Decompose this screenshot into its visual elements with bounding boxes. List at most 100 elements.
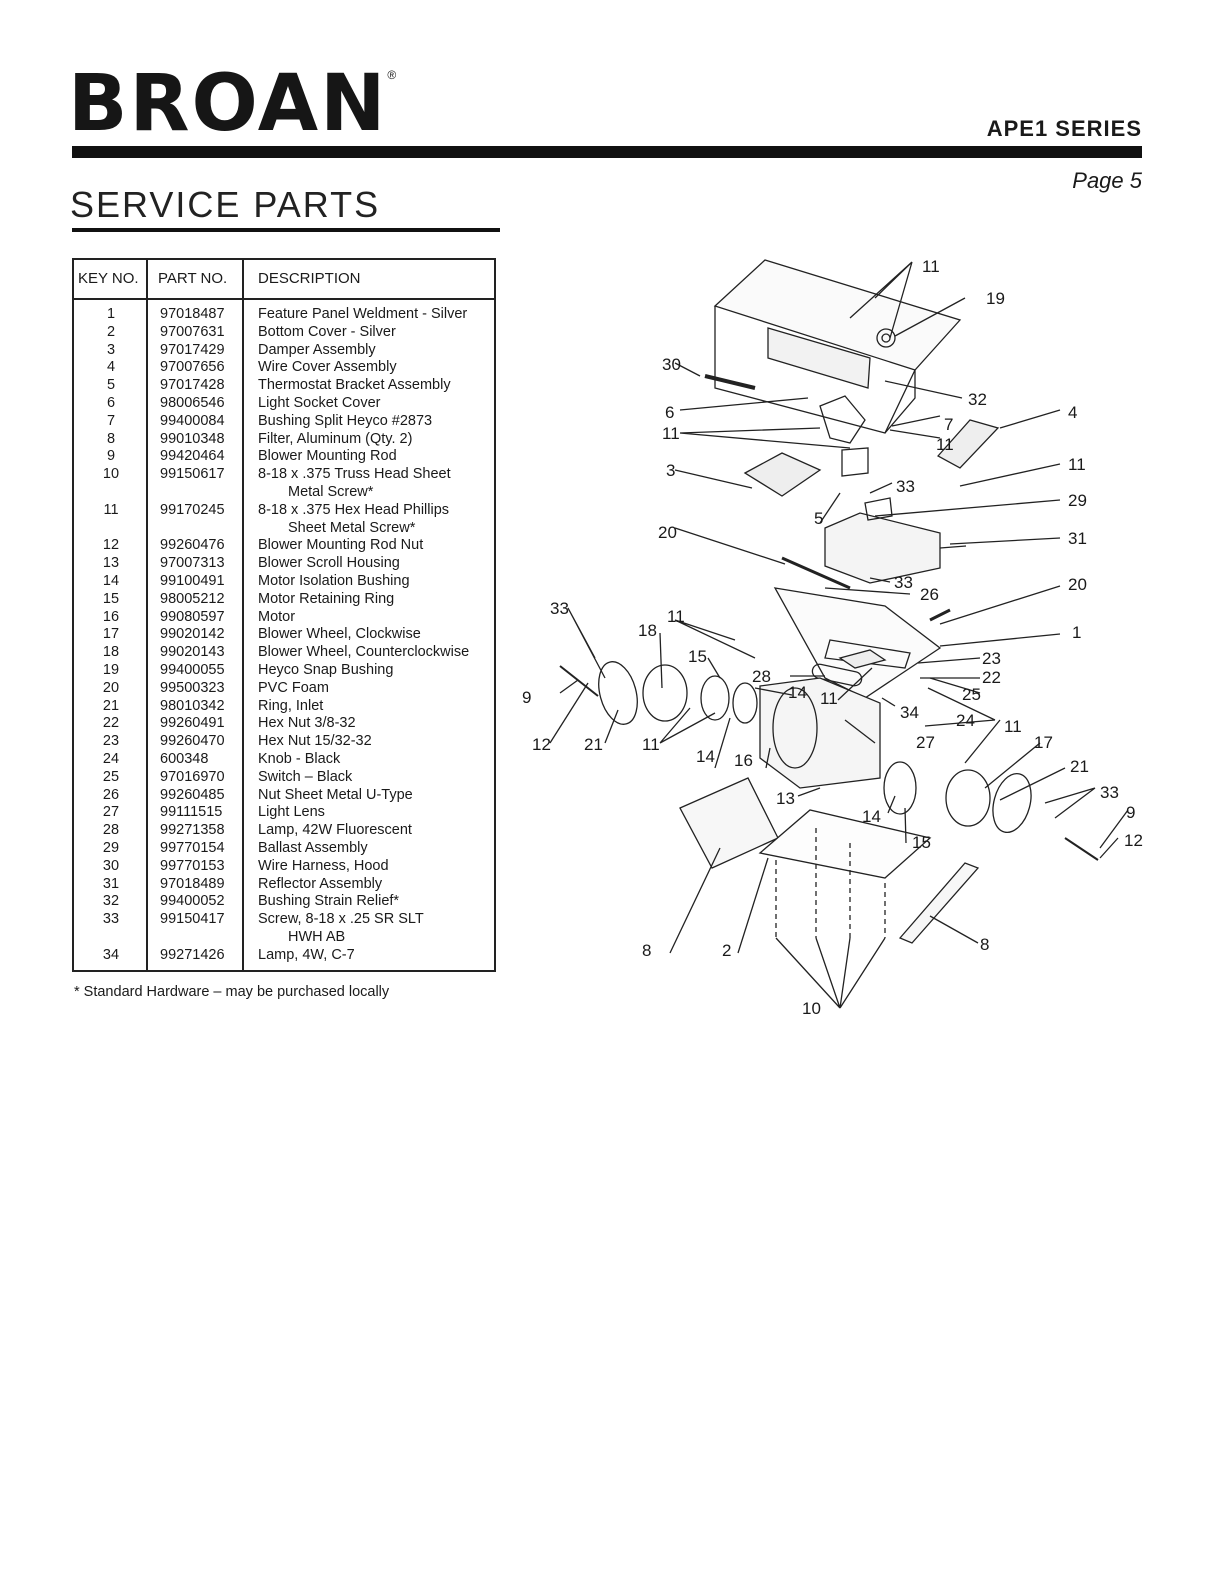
part-no-cell: 99150417	[160, 911, 225, 928]
description-text: Bushing Split Heyco #2873	[258, 412, 433, 429]
callout-14: 14	[862, 807, 881, 826]
diagram-callouts: 11 19 30 32 6 11 7 11 4 3 11 33 29 5 31 …	[522, 257, 1143, 1018]
key-no-cell: 17	[102, 626, 120, 643]
callout-15: 15	[688, 647, 707, 666]
part-no-cell: 99770154	[160, 839, 225, 856]
callout-8: 8	[980, 935, 989, 954]
callout-11: 11	[820, 689, 838, 708]
description-text: Wire Harness, Hood	[258, 857, 389, 874]
callout-11: 11	[1004, 717, 1022, 736]
description-text: Lamp, 42W Fluorescent	[258, 822, 412, 839]
header-description: DESCRIPTION	[258, 270, 361, 287]
diagram-drawing	[549, 259, 1129, 1009]
callout-21: 21	[584, 735, 603, 754]
callout-7: 7	[944, 415, 953, 434]
description-text: Light Lens	[258, 804, 325, 821]
description-cell: Blower Wheel, Counterclockwise	[244, 644, 494, 662]
description-text: Knob - Black	[258, 750, 341, 767]
part-no-cell: 99260476	[160, 537, 225, 554]
part-no-cell: 99400084	[160, 412, 225, 429]
callout-23: 23	[982, 649, 1001, 668]
part-no-cell: 99260491	[160, 715, 225, 732]
callout-17: 17	[1034, 733, 1053, 752]
key-no-cell: 1	[106, 306, 116, 322]
description-cell: Hex Nut 15/32-32	[244, 733, 494, 751]
table-row: 1 97018487 Feature Panel Weldment - Silver	[74, 306, 494, 324]
registered-mark: ®	[387, 68, 397, 82]
callout-11: 11	[936, 435, 954, 454]
description-cell: Nut Sheet Metal U-Type	[244, 787, 494, 805]
key-no-cell: 11	[103, 501, 119, 518]
callout-9: 9	[1126, 803, 1135, 822]
callout-20: 20	[1068, 575, 1087, 594]
part-no-cell: 99260470	[160, 733, 225, 750]
part-no-cell: 99020143	[160, 644, 225, 661]
description-text: Blower Wheel, Clockwise	[258, 626, 421, 643]
callout-9: 9	[522, 688, 531, 707]
key-no-cell: 33	[102, 911, 120, 928]
description-cell: Heyco Snap Bushing	[244, 662, 494, 680]
description-cell: Feature Panel Weldment - Silver	[244, 306, 494, 324]
part-no-cell: 99170245	[160, 501, 225, 518]
part-no-cell: 99010348	[160, 430, 225, 447]
callout-33: 33	[896, 477, 915, 496]
key-no-cell: 26	[102, 786, 120, 803]
part-no-cell: 97007631	[160, 323, 225, 340]
description-text: Hex Nut 3/8-32	[258, 715, 356, 732]
description-cell: Motor Retaining Ring	[244, 591, 494, 609]
description-text: Blower Wheel, Counterclockwise	[258, 644, 470, 661]
description-cell: Motor Isolation Bushing	[244, 573, 494, 591]
key-no-cell: 34	[102, 946, 120, 963]
description-text: Screw, 8-18 x .25 SR SLT	[258, 911, 424, 928]
description-text: Blower Scroll Housing	[258, 555, 400, 572]
part-no-cell: 97007656	[160, 359, 225, 376]
description-text: Heyco Snap Bushing	[258, 661, 394, 678]
key-no-cell: 22	[102, 715, 120, 732]
column-divider	[146, 260, 148, 970]
key-no-cell: 24	[102, 750, 120, 767]
part-no-cell: 98006546	[160, 394, 225, 411]
key-no-cell: 6	[106, 394, 116, 411]
callout-29: 29	[1068, 491, 1087, 510]
part-no-cell: 97018487	[160, 306, 225, 322]
callout-26: 26	[920, 585, 939, 604]
callout-32: 32	[968, 390, 987, 409]
description-text: Bottom Cover - Silver	[258, 323, 396, 340]
callout-30: 30	[662, 355, 681, 374]
callout-33: 33	[894, 573, 913, 592]
description-cell: Motor	[244, 609, 494, 627]
callout-12: 12	[532, 735, 551, 754]
part-no-cell: 99500323	[160, 679, 225, 696]
table-row: 7 99400084 Bushing Split Heyco #2873	[74, 413, 494, 431]
description-cell: Knob - Black	[244, 751, 494, 769]
part-no-cell: 99100491	[160, 572, 225, 589]
description-continuation: HWH AB	[288, 928, 346, 945]
part-no-cell: 97018489	[160, 875, 225, 892]
description-cell: Ring, Inlet	[244, 698, 494, 716]
part-no-cell: 97017429	[160, 341, 225, 358]
key-no-cell: 7	[106, 412, 116, 429]
description-text: Thermostat Bracket Assembly	[258, 377, 451, 394]
key-no-cell: 20	[102, 679, 120, 696]
description-cell: Blower Wheel, Clockwise	[244, 626, 494, 644]
key-no-cell: 29	[102, 839, 120, 856]
key-no-cell: 18	[102, 644, 120, 661]
part-no-cell: 97007313	[160, 555, 225, 572]
description-cell: PVC Foam	[244, 680, 494, 698]
callout-3: 3	[666, 461, 675, 480]
description-text: Motor Isolation Bushing	[258, 572, 410, 589]
key-no-cell: 2	[106, 323, 116, 340]
